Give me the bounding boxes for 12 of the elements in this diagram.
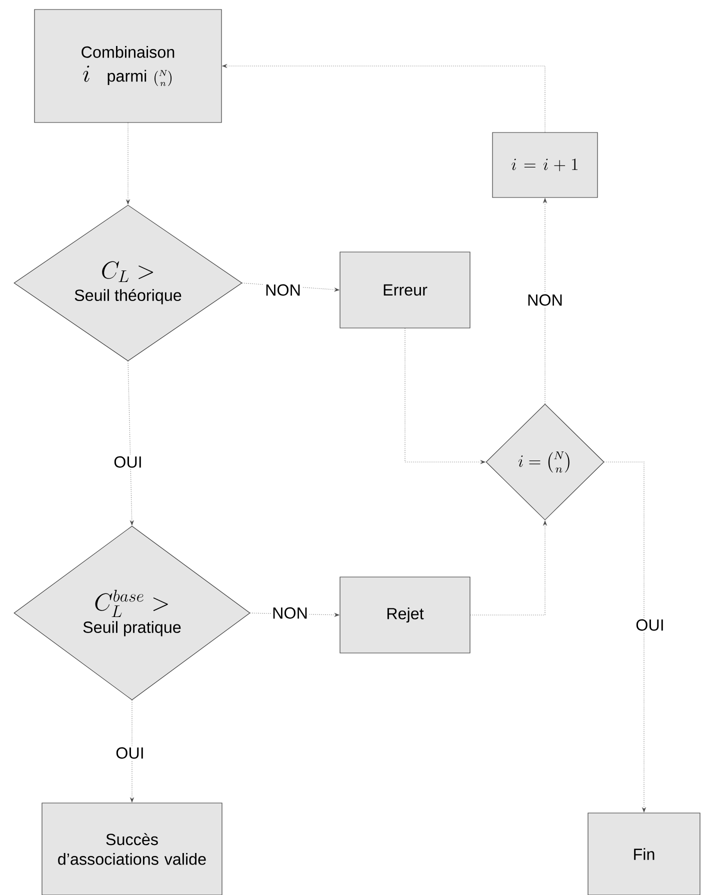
edge-label: NON: [526, 292, 564, 308]
edge-label: OUI: [634, 618, 666, 632]
process-box: Erreur: [340, 252, 470, 328]
process-box: $i = i + 1$: [492, 132, 598, 198]
process-box: Fin: [588, 812, 700, 895]
edge-label: NON: [264, 282, 302, 298]
edge-label: NON: [270, 606, 310, 620]
process-box: Succès d’associations valide: [42, 802, 222, 895]
process-box: Combinaison $i$ parmi $\binom{N}{n}$: [34, 9, 222, 123]
process-box: Rejet: [340, 576, 470, 654]
edge-label: OUI: [114, 746, 146, 760]
edge-label: OUI: [112, 454, 144, 470]
